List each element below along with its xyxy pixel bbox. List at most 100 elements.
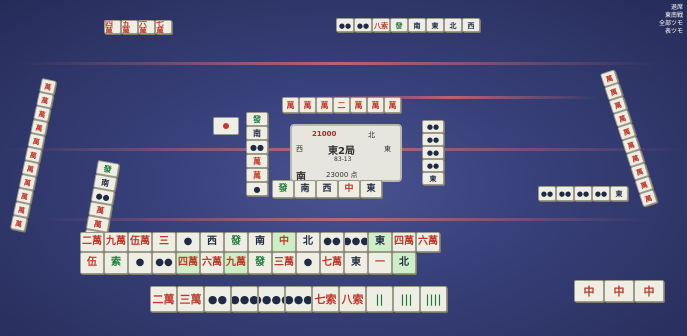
tile-face: ||| [400, 292, 413, 306]
tile-face: ●● [540, 189, 554, 198]
hand-tile[interactable]: 三萬 [177, 286, 204, 312]
mahjong-tile: 中 [272, 232, 296, 252]
mahjong-tile: 六萬 [200, 252, 224, 274]
tile-face: 萬 [34, 122, 44, 133]
menu-item-leave[interactable]: 退席 [670, 4, 683, 11]
mahjong-tile: 萬 [246, 154, 268, 168]
tile-face: ●● [594, 189, 608, 198]
tile-face: 二 [337, 100, 346, 110]
tile-face: 萬 [604, 72, 615, 84]
tile-face: ●●● [344, 236, 368, 247]
hand-tile[interactable]: ●●● [231, 286, 258, 312]
mahjong-tile: 索 [104, 252, 128, 274]
mahjong-tile: 萬 [350, 97, 367, 113]
tile-face: 七萬 [322, 257, 342, 268]
tile-face: 八索 [374, 20, 388, 30]
tile-face: ●● [426, 122, 440, 131]
mahjong-tile: 八索 [372, 18, 390, 32]
hand-tile[interactable]: ●● [204, 286, 231, 312]
tile-face: 萬 [371, 100, 380, 110]
tile-face: 萬 [634, 166, 645, 177]
tile-face: ●● [426, 161, 440, 170]
tile-face: ●●● [231, 292, 258, 306]
mahjong-tile: 東 [610, 186, 628, 201]
tile-face: 萬 [40, 94, 50, 106]
tile-face: 東 [366, 183, 376, 194]
mahjong-tile: ●● [422, 120, 444, 133]
mahjong-tile: 伍萬 [128, 232, 152, 252]
riichi-stick [213, 117, 239, 135]
tile-face: 東 [615, 189, 623, 198]
mahjong-tile: 萬 [316, 97, 333, 113]
hand-tile[interactable]: ●●●●● [285, 286, 312, 312]
mahjong-tile: 四萬 [392, 232, 416, 252]
tile-face: ● [253, 184, 261, 194]
tile-face: ●● [426, 135, 440, 144]
tile-face: 中 [583, 284, 595, 298]
tile-face: 發 [253, 114, 261, 124]
tile-face: 六萬 [418, 236, 438, 247]
mahjong-tile: 西 [316, 180, 338, 198]
mahjong-tile: 東 [368, 232, 392, 252]
tile-face: 四萬 [105, 20, 113, 34]
tile-face: 東 [429, 174, 437, 183]
tile-face: 三 [159, 236, 169, 247]
mahjong-tile: 萬 [367, 97, 384, 113]
tile-face: || [375, 292, 384, 306]
tile-face: 二萬 [152, 292, 175, 306]
mahjong-tile: 南 [248, 232, 272, 252]
mahjong-tile: 中 [338, 180, 360, 198]
mahjong-tile: 五萬 [121, 20, 138, 34]
tile-face: 發 [395, 20, 403, 30]
tile-face: 中 [279, 236, 289, 247]
tile-face: ●● [323, 236, 341, 247]
tile-face: 萬 [354, 100, 363, 110]
tile-face: 萬 [608, 86, 619, 98]
mahjong-tile: 發 [272, 180, 294, 198]
tile-face: ●● [207, 292, 228, 306]
tile-face: 中 [643, 284, 655, 298]
tile-face: 七索 [314, 292, 337, 306]
center-discard-row: 發南西中東 [272, 180, 382, 198]
tile-face: 南 [413, 20, 421, 30]
mahjong-tile: ●● [152, 252, 176, 274]
mahjong-tile: 萬 [282, 97, 299, 113]
tile-face: 中 [613, 284, 625, 298]
tile-face: 南 [100, 176, 110, 189]
tile-face: ●● [95, 190, 111, 203]
mahjong-tile: ● [128, 252, 152, 274]
mahjong-tile: 發 [390, 18, 408, 32]
tile-face: 萬 [95, 204, 106, 216]
tile-face: 萬 [253, 170, 261, 180]
menu-item-auto-draw-all[interactable]: 全部ツモ [658, 20, 683, 27]
mahjong-tile: ●● [354, 18, 372, 32]
tile-face: |||| [425, 292, 442, 306]
hand-tile[interactable]: 二萬 [150, 286, 177, 312]
hand-tile[interactable]: || [366, 286, 393, 312]
mahjong-tile: 七萬 [320, 252, 344, 274]
tile-face: ●● [426, 148, 440, 157]
tile-face: ●● [356, 20, 370, 30]
opponent-top-hand: ●●●●八索發南東北西 [336, 18, 480, 32]
mahjong-tile: 南 [408, 18, 426, 32]
mahjong-tile: 西 [200, 232, 224, 252]
hand-tile[interactable]: ||| [393, 286, 420, 312]
mahjong-tile: ● [246, 182, 268, 196]
mahjong-tile: 七萬 [155, 20, 172, 34]
game-menu: 退席 東南戦 全部ツモ 表ツモ [659, 4, 683, 36]
tile-face: 九萬 [226, 257, 246, 268]
menu-item-mode[interactable]: 東南戦 [664, 12, 683, 19]
tile-face: 五萬 [122, 20, 130, 34]
bottom-wind: 南 [296, 172, 306, 183]
tile-face: 萬 [626, 139, 636, 151]
mahjong-tile: 北 [392, 252, 416, 274]
menu-item-auto-draw[interactable]: 表ツモ [664, 28, 683, 35]
tile-face: 北 [449, 20, 457, 30]
hand-tile[interactable]: ●●●● [258, 286, 285, 312]
mahjong-tile: 一 [368, 252, 392, 274]
player-meld-set: 中中中 [574, 280, 664, 302]
hand-tile[interactable]: 八索 [339, 286, 366, 312]
hand-tile[interactable]: 七索 [312, 286, 339, 312]
top-discard-pond: 萬萬萬二萬萬萬 [282, 97, 401, 113]
hand-tile[interactable]: |||| [420, 286, 447, 312]
